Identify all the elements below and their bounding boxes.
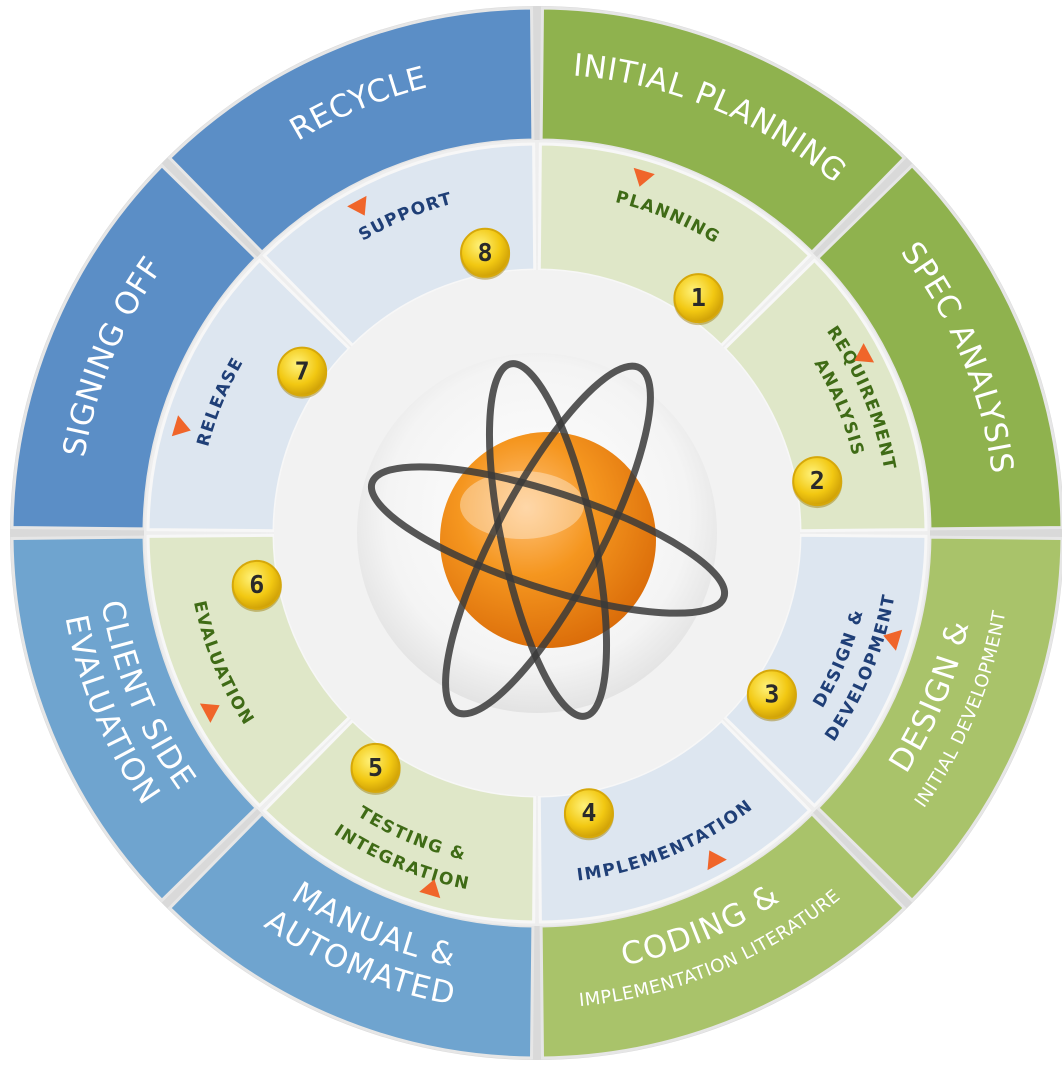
direction-arrow-icon (171, 415, 191, 437)
step-badge-circle (231, 559, 282, 610)
step-number-planning: 1 (691, 283, 706, 312)
direction-arrow-icon (347, 195, 367, 216)
direction-arrow-icon (707, 850, 727, 871)
step-number-release: 7 (295, 357, 310, 386)
direction-arrow-icon (199, 703, 220, 723)
step-badge-support: 8 (460, 227, 511, 280)
step-badge-circle (792, 456, 843, 507)
step-badge-planning: 1 (673, 273, 724, 326)
step-badge-design-development: 3 (746, 669, 797, 722)
step-badge-circle (673, 273, 724, 324)
step-badge-testing-integration: 5 (350, 742, 401, 795)
atom-orbit-1 (442, 362, 654, 718)
step-number-implementation: 4 (581, 798, 596, 827)
step-badge-implementation: 4 (563, 788, 614, 841)
atom-orbit-3 (485, 360, 611, 720)
step-badge-circle (277, 346, 328, 397)
step-badge-circle (460, 227, 511, 278)
direction-arrow-icon (854, 343, 875, 363)
step-number-design-development: 3 (764, 679, 779, 708)
atom-core (440, 432, 656, 648)
step-badge-circle (350, 742, 401, 793)
step-number-testing-integration: 5 (368, 753, 383, 782)
step-number-support: 8 (478, 238, 493, 267)
direction-arrow-icon (883, 629, 903, 651)
step-number-evaluation: 6 (249, 570, 264, 599)
direction-arrow-icon (419, 879, 441, 899)
step-badge-circle (746, 669, 797, 720)
step-badge-requirement-analysis: 2 (792, 456, 843, 509)
step-badge-release: 7 (277, 346, 328, 399)
direction-arrow-icon (633, 167, 655, 187)
atom-orbit-2 (367, 463, 729, 617)
step-number-requirement-analysis: 2 (810, 466, 825, 495)
atom-logo-icon (367, 360, 729, 720)
step-badge-evaluation: 6 (231, 559, 282, 612)
step-badge-circle (563, 788, 614, 839)
